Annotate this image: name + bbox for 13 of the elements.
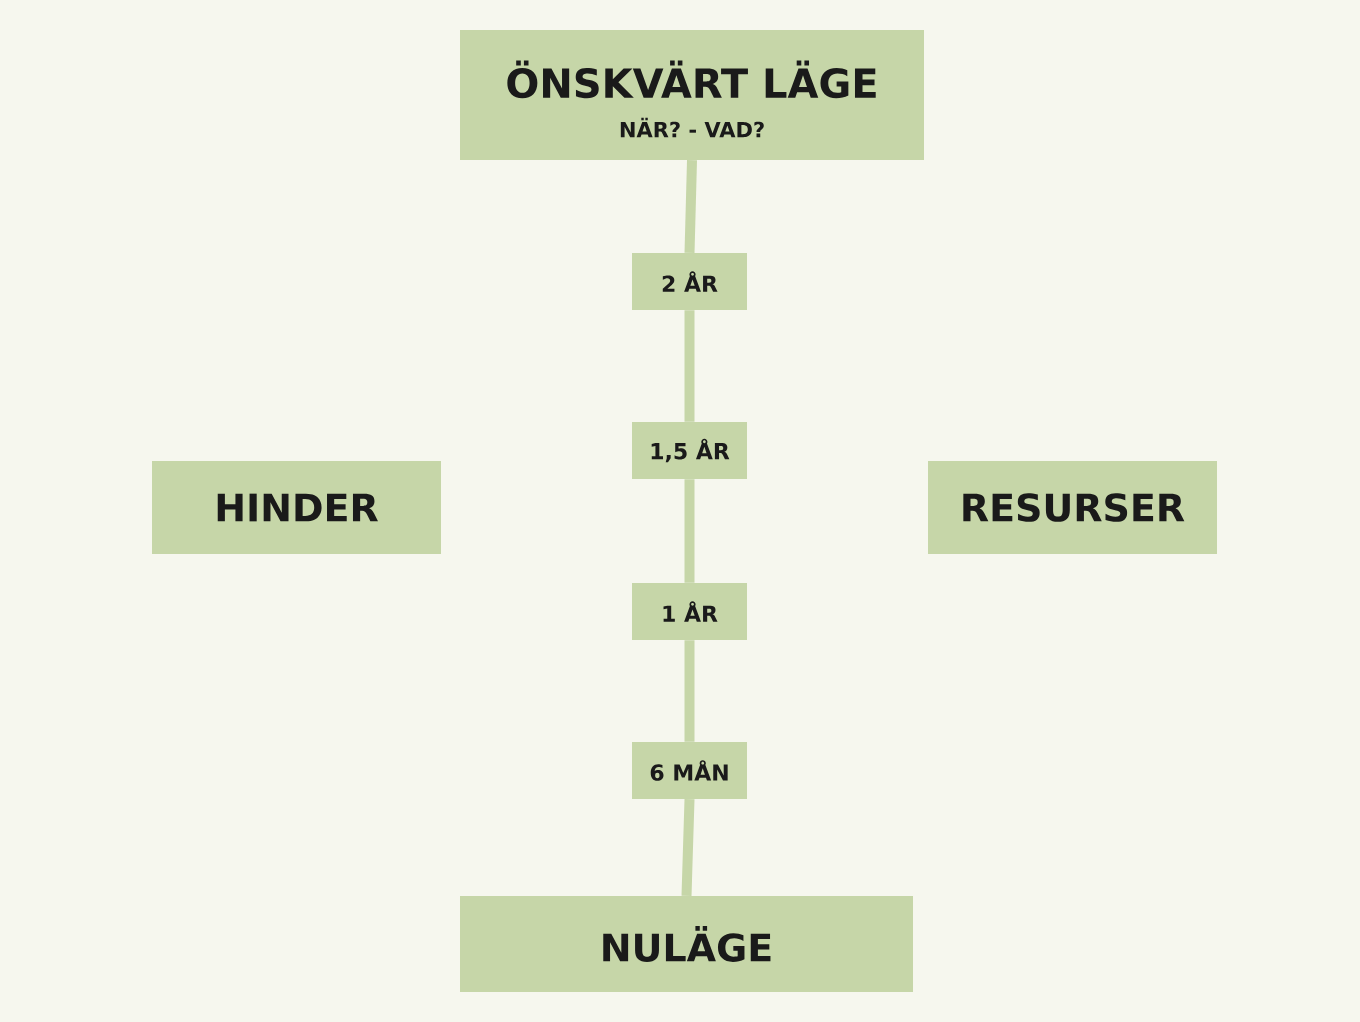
connector-line bbox=[684, 310, 695, 422]
time-box: 2 ÅR bbox=[632, 253, 747, 310]
connector-line bbox=[684, 160, 697, 253]
current-state-box: NULÄGE bbox=[460, 896, 913, 992]
time-box: 6 MÅN bbox=[632, 742, 747, 799]
obstacle-box: HINDER bbox=[152, 461, 441, 554]
resource-box: RESURSER bbox=[928, 461, 1217, 554]
connector-line bbox=[684, 640, 695, 742]
connector-line bbox=[684, 479, 695, 583]
connector-line bbox=[681, 799, 695, 896]
goal-box: ÖNSKVÄRT LÄGE NÄR? - VAD? bbox=[460, 30, 924, 160]
time-box: 1,5 ÅR bbox=[632, 422, 747, 479]
time-box: 1 ÅR bbox=[632, 583, 747, 640]
